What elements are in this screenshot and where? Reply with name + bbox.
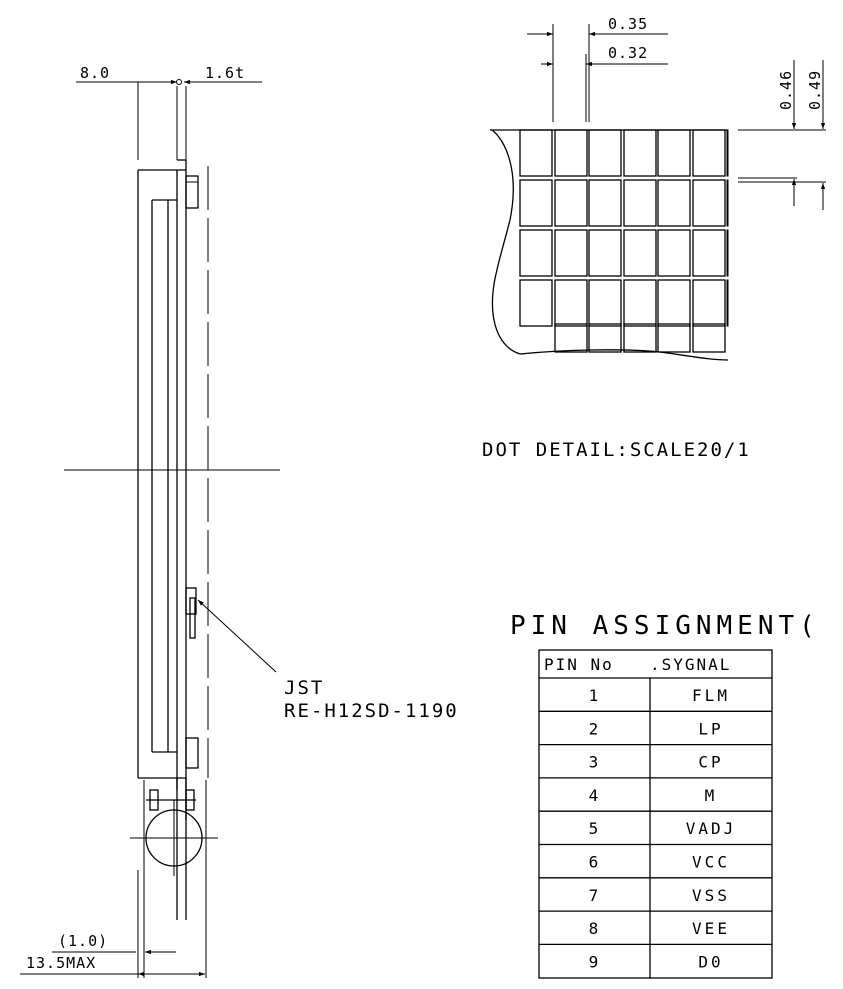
dim-pitch-y-label: 0.49 <box>806 70 824 110</box>
pin-assignment-title: PIN ASSIGNMENT( <box>510 611 820 641</box>
connector-pin <box>189 597 196 639</box>
dot-cell <box>588 229 622 277</box>
side-view: 8.0 1.6t <box>20 64 459 978</box>
dot-cell <box>692 179 726 227</box>
dot-grid <box>519 129 729 353</box>
pin-signal: M <box>705 786 718 805</box>
dim-max-label: 13.5MAX <box>26 954 96 972</box>
dot-cell <box>554 229 588 277</box>
pin-number: 7 <box>589 886 602 905</box>
dot-cell <box>657 229 691 277</box>
dot-cell <box>657 323 691 353</box>
pin-table-border <box>538 649 773 979</box>
pin-number: 6 <box>589 853 602 872</box>
dot-cell <box>692 279 726 327</box>
pin-number: 5 <box>589 819 602 838</box>
pin-number: 4 <box>589 786 602 805</box>
dot-cell-edge <box>726 279 729 327</box>
dot-cell <box>519 179 553 227</box>
dot-cell-edge <box>726 129 729 177</box>
dot-cell <box>692 129 726 177</box>
dot-cell <box>554 179 588 227</box>
dot-cell-edge <box>726 229 729 277</box>
dim-thickness-top: 8.0 1.6t <box>76 64 262 160</box>
pin-signal: VADJ <box>686 819 737 838</box>
dot-cell <box>588 323 622 353</box>
bottom-mount-tab <box>185 737 199 769</box>
pin-header-signal: .SYGNAL <box>650 655 731 674</box>
pin-signal: VSS <box>692 886 730 905</box>
pin-signal: D0 <box>698 952 723 971</box>
dot-cell <box>657 179 691 227</box>
pin-signal: CP <box>698 753 723 772</box>
dot-cell <box>623 279 657 327</box>
dot-cell <box>657 279 691 327</box>
dot-detail-caption: DOT DETAIL:SCALE20/1 <box>482 439 751 461</box>
dot-detail: 0.35 0.32 0.46 0.49 DOT DETAIL:SCALE20/1 <box>482 15 826 461</box>
dim-dot-y-label: 0.46 <box>777 70 795 110</box>
pin-assignment: PIN ASSIGNMENT( PIN No .SYGNAL 1 FLM 2 LP 3 C… <box>510 611 820 979</box>
dim-offset-label: (1.0) <box>58 932 108 950</box>
dot-cell <box>588 279 622 327</box>
dim-center-dot <box>176 79 182 85</box>
break-line-left <box>491 129 521 355</box>
connector-callout: JST RE-H12SD-1190 <box>197 599 459 722</box>
pin-signal: VEE <box>692 919 730 938</box>
dot-cell <box>519 279 553 327</box>
dim-thickness-left-label: 8.0 <box>80 64 110 82</box>
pin-number: 1 <box>589 686 602 705</box>
dot-dim-right: 0.46 0.49 <box>738 60 826 210</box>
dot-cell <box>657 129 691 177</box>
dot-cell <box>588 179 622 227</box>
connector-label-line1: JST <box>284 677 324 699</box>
pin-number: 3 <box>589 753 602 772</box>
connector-label-line2: RE-H12SD-1190 <box>284 700 459 722</box>
pin-number: 2 <box>589 719 602 738</box>
dot-cell <box>554 323 588 353</box>
dim-thickness-right-label: 1.6t <box>205 64 245 82</box>
connector-leader <box>197 599 277 673</box>
dot-dim-top: 0.35 0.32 <box>527 15 668 122</box>
dot-cell <box>623 323 657 353</box>
dot-cell <box>623 129 657 177</box>
pin-signal: FLM <box>692 686 730 705</box>
dot-cell-edge <box>726 179 729 227</box>
dot-cell <box>588 129 622 177</box>
mounting-hardware <box>130 778 218 920</box>
pin-signal: LP <box>698 719 723 738</box>
pin-number: 8 <box>589 919 602 938</box>
dot-cell <box>519 229 553 277</box>
dot-cell <box>519 129 553 177</box>
dim-pitch-x-label: 0.35 <box>608 15 648 33</box>
pin-header-pin: PIN No <box>544 655 614 674</box>
dot-cell <box>692 229 726 277</box>
dot-cell <box>554 279 588 327</box>
dim-dot-x-label: 0.32 <box>608 44 648 62</box>
top-mount-tab <box>185 175 199 209</box>
pin-number: 9 <box>589 952 602 971</box>
dim-bottom: (1.0) 13.5MAX <box>20 780 207 978</box>
dot-cell <box>623 229 657 277</box>
connector-body <box>185 587 197 615</box>
pin-signal: VCC <box>692 853 730 872</box>
dot-cell <box>623 179 657 227</box>
dot-cell <box>554 129 588 177</box>
module-body <box>64 159 280 820</box>
pin-table: PIN No .SYGNAL 1 FLM 2 LP 3 CP 4 M 5 VADJ 6 VCC 7 VSS… <box>538 649 773 979</box>
dot-cell <box>692 323 726 353</box>
